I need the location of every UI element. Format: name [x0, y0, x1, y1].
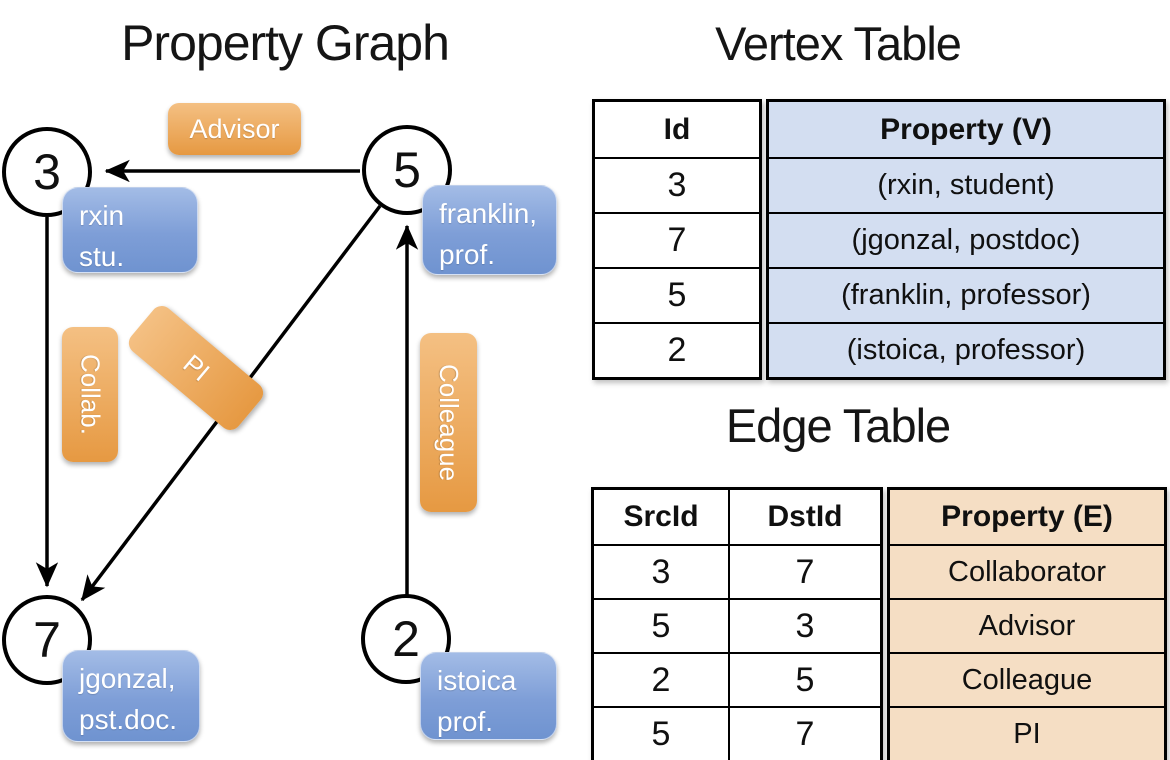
vertex-prop-box-rxin: rxin stu.	[62, 187, 198, 273]
edge-table-cell: 7	[728, 706, 880, 760]
edge-table-cell: 7	[728, 544, 880, 598]
prop-line: prof.	[439, 238, 496, 270]
vertex-table-cell: 5	[595, 267, 759, 322]
edge-table-cell: PI	[890, 706, 1164, 760]
vertex-prop-box-jgonzal: jgonzal, pst.doc.	[62, 650, 200, 742]
edge-table-cell: 3	[728, 598, 880, 652]
vertex-table-cell: (istoica, professor)	[769, 322, 1163, 377]
edge-table-title: Edge Table	[725, 399, 951, 452]
edge-table-header-dstid: DstId	[728, 490, 880, 544]
prop-line: rxin	[79, 200, 125, 231]
property-graph-title: Property Graph	[121, 15, 450, 71]
vertex-table-cell: (franklin, professor)	[769, 267, 1163, 322]
edge-table-cell: 5	[594, 706, 728, 760]
vertex-prop-box-istoica: istoica prof.	[420, 652, 557, 740]
vertex-node-5: 5	[362, 125, 452, 215]
edge-table-cell: 5	[594, 598, 728, 652]
prop-line: jgonzal,	[79, 663, 176, 694]
vertex-node-2: 2	[361, 594, 451, 684]
vertex-table-property-column: Property (V) (rxin, student) (jgonzal, p…	[766, 99, 1166, 380]
edge-table-cell: Colleague	[890, 652, 1164, 706]
vertex-prop-box-franklin: franklin, prof.	[422, 185, 557, 275]
edge-label-advisor: Advisor	[168, 103, 301, 155]
edge-label-collab: Collab.	[62, 327, 118, 462]
vertex-table-cell: 3	[595, 157, 759, 212]
edge-table-cell: Advisor	[890, 598, 1164, 652]
prop-line: pst.doc.	[79, 703, 178, 735]
edge-table-cell: Collaborator	[890, 544, 1164, 598]
edge-table-header-srcid: SrcId	[623, 500, 699, 533]
edge-table-cell: 3	[594, 544, 728, 598]
edge-table-header-property: Property (E)	[941, 500, 1113, 533]
vertex-table-cell: 7	[595, 212, 759, 267]
edge-table-property-column: Property (E) Collaborator Advisor Collea…	[887, 487, 1167, 760]
vertex-table-id-column: Id 3 7 5 2	[592, 99, 762, 380]
vertex-table-cell: 2	[595, 322, 759, 377]
edge-table-cell: 5	[728, 652, 880, 706]
edge-table-cell: 2	[594, 652, 728, 706]
prop-line: prof.	[437, 705, 494, 737]
edge-table-id-columns: SrcId DstId 3 7 5 3 2 5 5 7	[591, 487, 883, 760]
prop-line: franklin,	[439, 198, 538, 229]
edge-label-colleague: Colleague	[420, 333, 477, 512]
prop-line: istoica	[437, 665, 517, 696]
vertex-table-cell: (jgonzal, postdoc)	[769, 212, 1163, 267]
vertex-table-title: Vertex Table	[715, 17, 962, 70]
vertex-table-cell: (rxin, student)	[769, 157, 1163, 212]
prop-line: stu.	[79, 240, 125, 272]
vertex-table-header-id: Id	[663, 112, 691, 146]
vertex-table-header-property: Property (V)	[880, 112, 1052, 146]
